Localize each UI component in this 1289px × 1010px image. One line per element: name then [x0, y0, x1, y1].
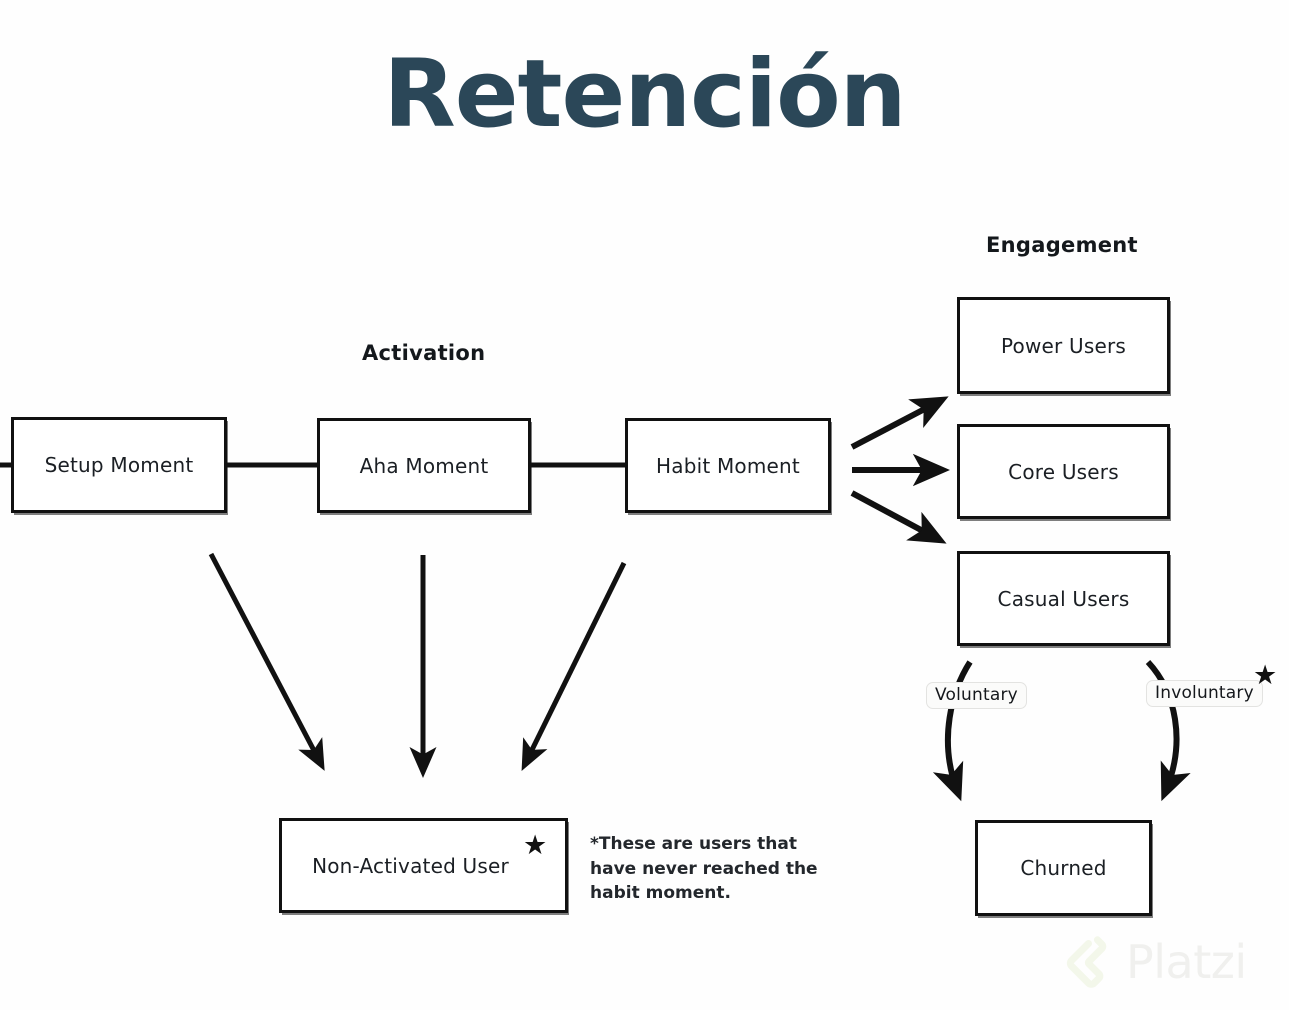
node-habit-moment-label: Habit Moment — [656, 453, 800, 478]
section-label-activation: Activation — [362, 341, 486, 365]
node-churned[interactable]: Churned — [975, 820, 1152, 916]
platzi-watermark: Platzi — [1062, 936, 1247, 988]
edge-label-involuntary[interactable]: Involuntary — [1146, 680, 1263, 707]
arrow-setup-to-nonactivated — [208, 552, 325, 771]
page-title: Retención — [383, 40, 906, 149]
node-core-users-label: Core Users — [1008, 459, 1119, 484]
node-power-users[interactable]: Power Users — [957, 297, 1170, 394]
node-setup-moment-label: Setup Moment — [44, 453, 194, 477]
arrow-habit-to-power — [850, 396, 949, 450]
node-power-users-label: Power Users — [1000, 333, 1127, 358]
section-label-engagement: Engagement — [986, 233, 1138, 257]
footnote-non-activated: *These are users that have never reached… — [590, 834, 818, 904]
node-aha-moment[interactable]: Aha Moment — [317, 418, 531, 513]
node-casual-users[interactable]: Casual Users — [957, 551, 1170, 646]
node-non-activated-user[interactable]: Non-Activated User — [279, 818, 568, 913]
node-casual-users-label: Casual Users — [997, 586, 1130, 611]
edge-label-voluntary[interactable]: Voluntary — [926, 682, 1027, 709]
node-aha-moment-label: Aha Moment — [359, 453, 489, 478]
node-churned-label: Churned — [1020, 856, 1107, 880]
node-core-users[interactable]: Core Users — [957, 424, 1170, 519]
arrow-habit-to-nonactivated — [521, 561, 627, 771]
node-habit-moment[interactable]: Habit Moment — [625, 418, 831, 513]
arrow-habit-to-casual — [850, 490, 947, 544]
platzi-watermark-text: Platzi — [1126, 935, 1247, 989]
node-setup-moment[interactable]: Setup Moment — [11, 417, 227, 513]
node-non-activated-user-label: Non-Activated User — [312, 853, 509, 878]
platzi-logo-icon — [1066, 936, 1107, 988]
